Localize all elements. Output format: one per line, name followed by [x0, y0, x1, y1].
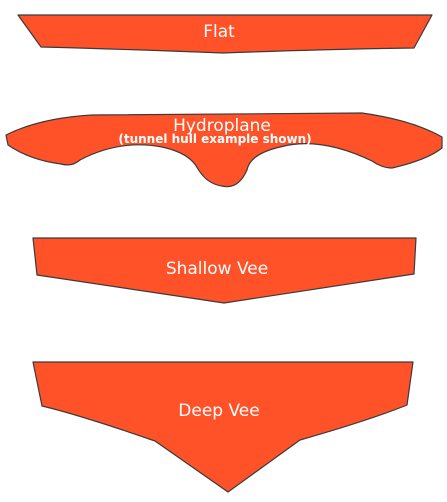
flat-hull-shape	[17, 14, 433, 54]
flat-hull-label: Flat	[203, 22, 235, 42]
shallow-vee-hull-label: Shallow Vee	[166, 259, 268, 279]
deep-vee-hull-group: Deep Vee	[32, 361, 414, 493]
hydroplane-hull-sublabel: (tunnel hull example shown)	[118, 132, 311, 146]
shallow-vee-hull-shape	[32, 237, 417, 304]
hydroplane-hull-shape	[5, 112, 443, 188]
flat-hull-group: Flat	[17, 14, 433, 54]
shallow-vee-hull-group: Shallow Vee	[32, 237, 417, 304]
hydroplane-hull-label: Hydroplane	[173, 116, 271, 136]
deep-vee-hull-label: Deep Vee	[178, 401, 259, 421]
hydroplane-hull-group: Hydroplane (tunnel hull example shown)	[5, 112, 443, 188]
deep-vee-hull-shape	[32, 361, 414, 493]
